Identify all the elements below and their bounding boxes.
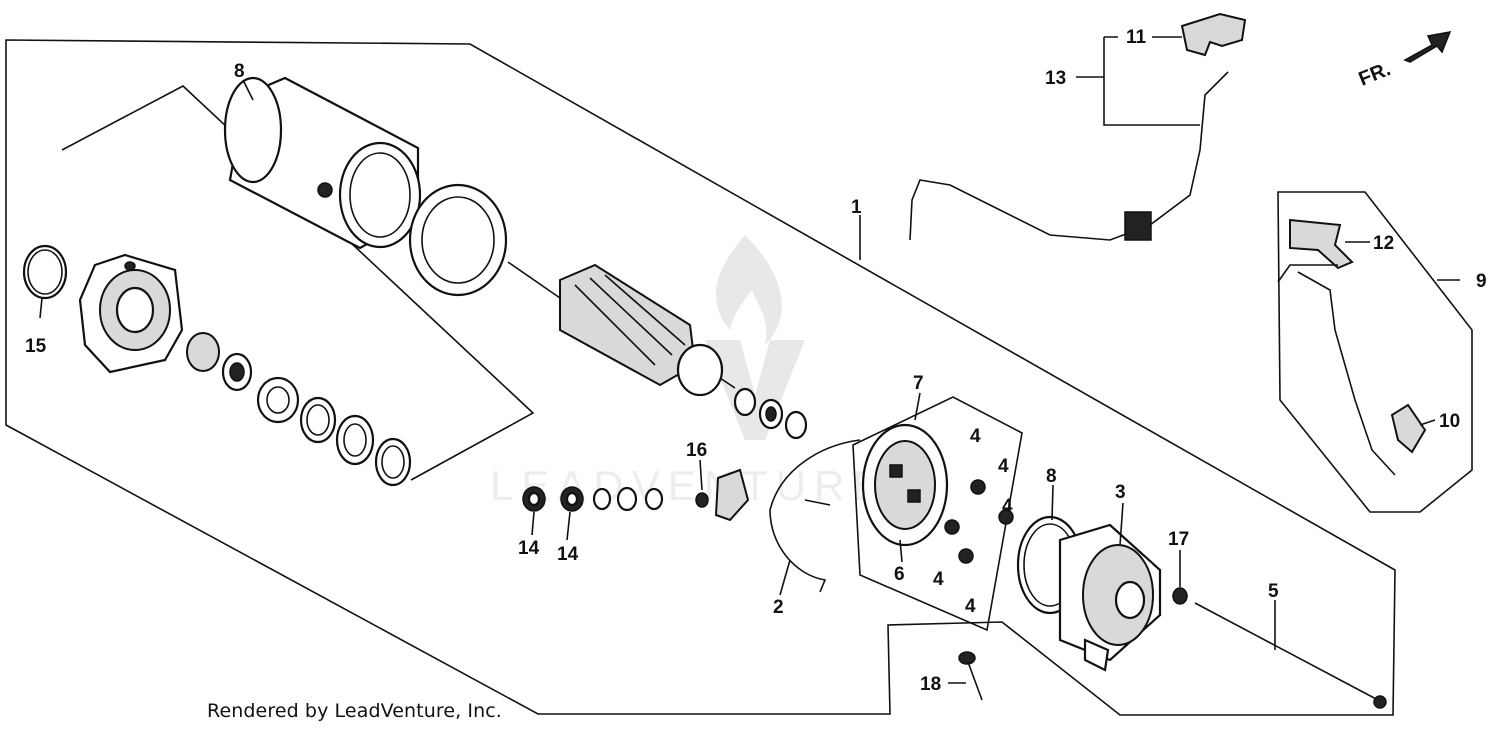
part-armature [507, 261, 736, 397]
part-4-spring-d [958, 548, 974, 564]
part-4-spring-c [944, 519, 960, 535]
brush-holder-group-outline [852, 396, 1023, 632]
part-washer-e [616, 486, 638, 512]
callout-2: 2 [773, 597, 784, 618]
part-15-o-ring [22, 244, 68, 300]
callout-18: 18 [920, 674, 941, 695]
callout-labels: 1 2 3 4 4 4 4 4 5 6 7 8 8 9 10 11 12 13 … [25, 27, 1487, 695]
watermark: LEADVENTURE [490, 235, 888, 509]
callout-16: 16 [686, 440, 707, 461]
front-arrow-icon [1403, 31, 1452, 63]
part-11-terminal-cap [1180, 12, 1247, 57]
part-5-through-bolt [1194, 602, 1379, 701]
part-13-starter-cable [909, 71, 1229, 241]
part-16-washer [695, 492, 709, 508]
part-bearing [186, 332, 220, 372]
callout-8-top: 8 [234, 61, 245, 82]
part-washer-d [592, 487, 612, 511]
callout-9: 9 [1476, 271, 1487, 292]
front-direction-marker: FR. [1356, 31, 1452, 91]
part-17-washer [1172, 587, 1188, 605]
callout-6: 6 [894, 564, 905, 585]
callout-4-e: 4 [1002, 496, 1013, 517]
watermark-v-icon [705, 340, 805, 440]
callout-17: 17 [1168, 529, 1189, 550]
callout-10: 10 [1439, 411, 1460, 432]
front-direction-label: FR. [1356, 58, 1394, 90]
part-8-yoke-housing [223, 76, 422, 250]
part-brush [714, 468, 750, 522]
part-13-grommet [1124, 211, 1152, 241]
callout-4-c: 4 [933, 569, 944, 590]
part-10-terminal [1390, 403, 1427, 454]
yoke-group-outline [61, 85, 535, 481]
callout-15: 15 [25, 336, 47, 357]
watermark-flame-icon [715, 235, 782, 345]
callout-1: 1 [851, 197, 862, 218]
part-2-bracket [769, 439, 861, 593]
part-4-spring-b [998, 509, 1014, 525]
watermark-text: LEADVENTURE [490, 462, 888, 509]
callout-5: 5 [1268, 581, 1279, 602]
callout-4-b: 4 [998, 456, 1009, 477]
callout-4-a: 4 [970, 426, 981, 447]
callout-4-d: 4 [965, 596, 976, 617]
part-magnet-ring [408, 183, 508, 297]
part-lock-plate [256, 376, 300, 424]
callout-7: 7 [913, 373, 924, 394]
part-4-spring-a [970, 479, 986, 495]
callout-8-rear: 8 [1046, 466, 1057, 487]
part-washer-a [299, 396, 337, 444]
part-7-brush-holder [861, 423, 949, 547]
part-washer-f [644, 487, 664, 511]
callout-14-b: 14 [557, 544, 579, 565]
credit-text: Rendered by LeadVenture, Inc. [207, 700, 502, 722]
callout-14-a: 14 [518, 538, 540, 559]
assembly-outline [5, 39, 1396, 716]
callout-11: 11 [1126, 27, 1147, 48]
part-rear-washer-a [733, 387, 757, 417]
part-9-cable [1297, 271, 1396, 476]
callout-12: 12 [1373, 233, 1394, 254]
callout-3: 3 [1115, 482, 1126, 503]
part-18-bolt [958, 651, 983, 701]
part-rear-washer-c [784, 410, 808, 440]
part-washer-b [335, 414, 375, 466]
part-front-cover [78, 253, 184, 374]
leader-lines [39, 36, 1460, 684]
part-12-terminal-cap [1289, 218, 1354, 270]
callout-13: 13 [1045, 68, 1066, 89]
cable-group-outline [1277, 191, 1473, 513]
part-3-rear-cover [1058, 523, 1162, 672]
